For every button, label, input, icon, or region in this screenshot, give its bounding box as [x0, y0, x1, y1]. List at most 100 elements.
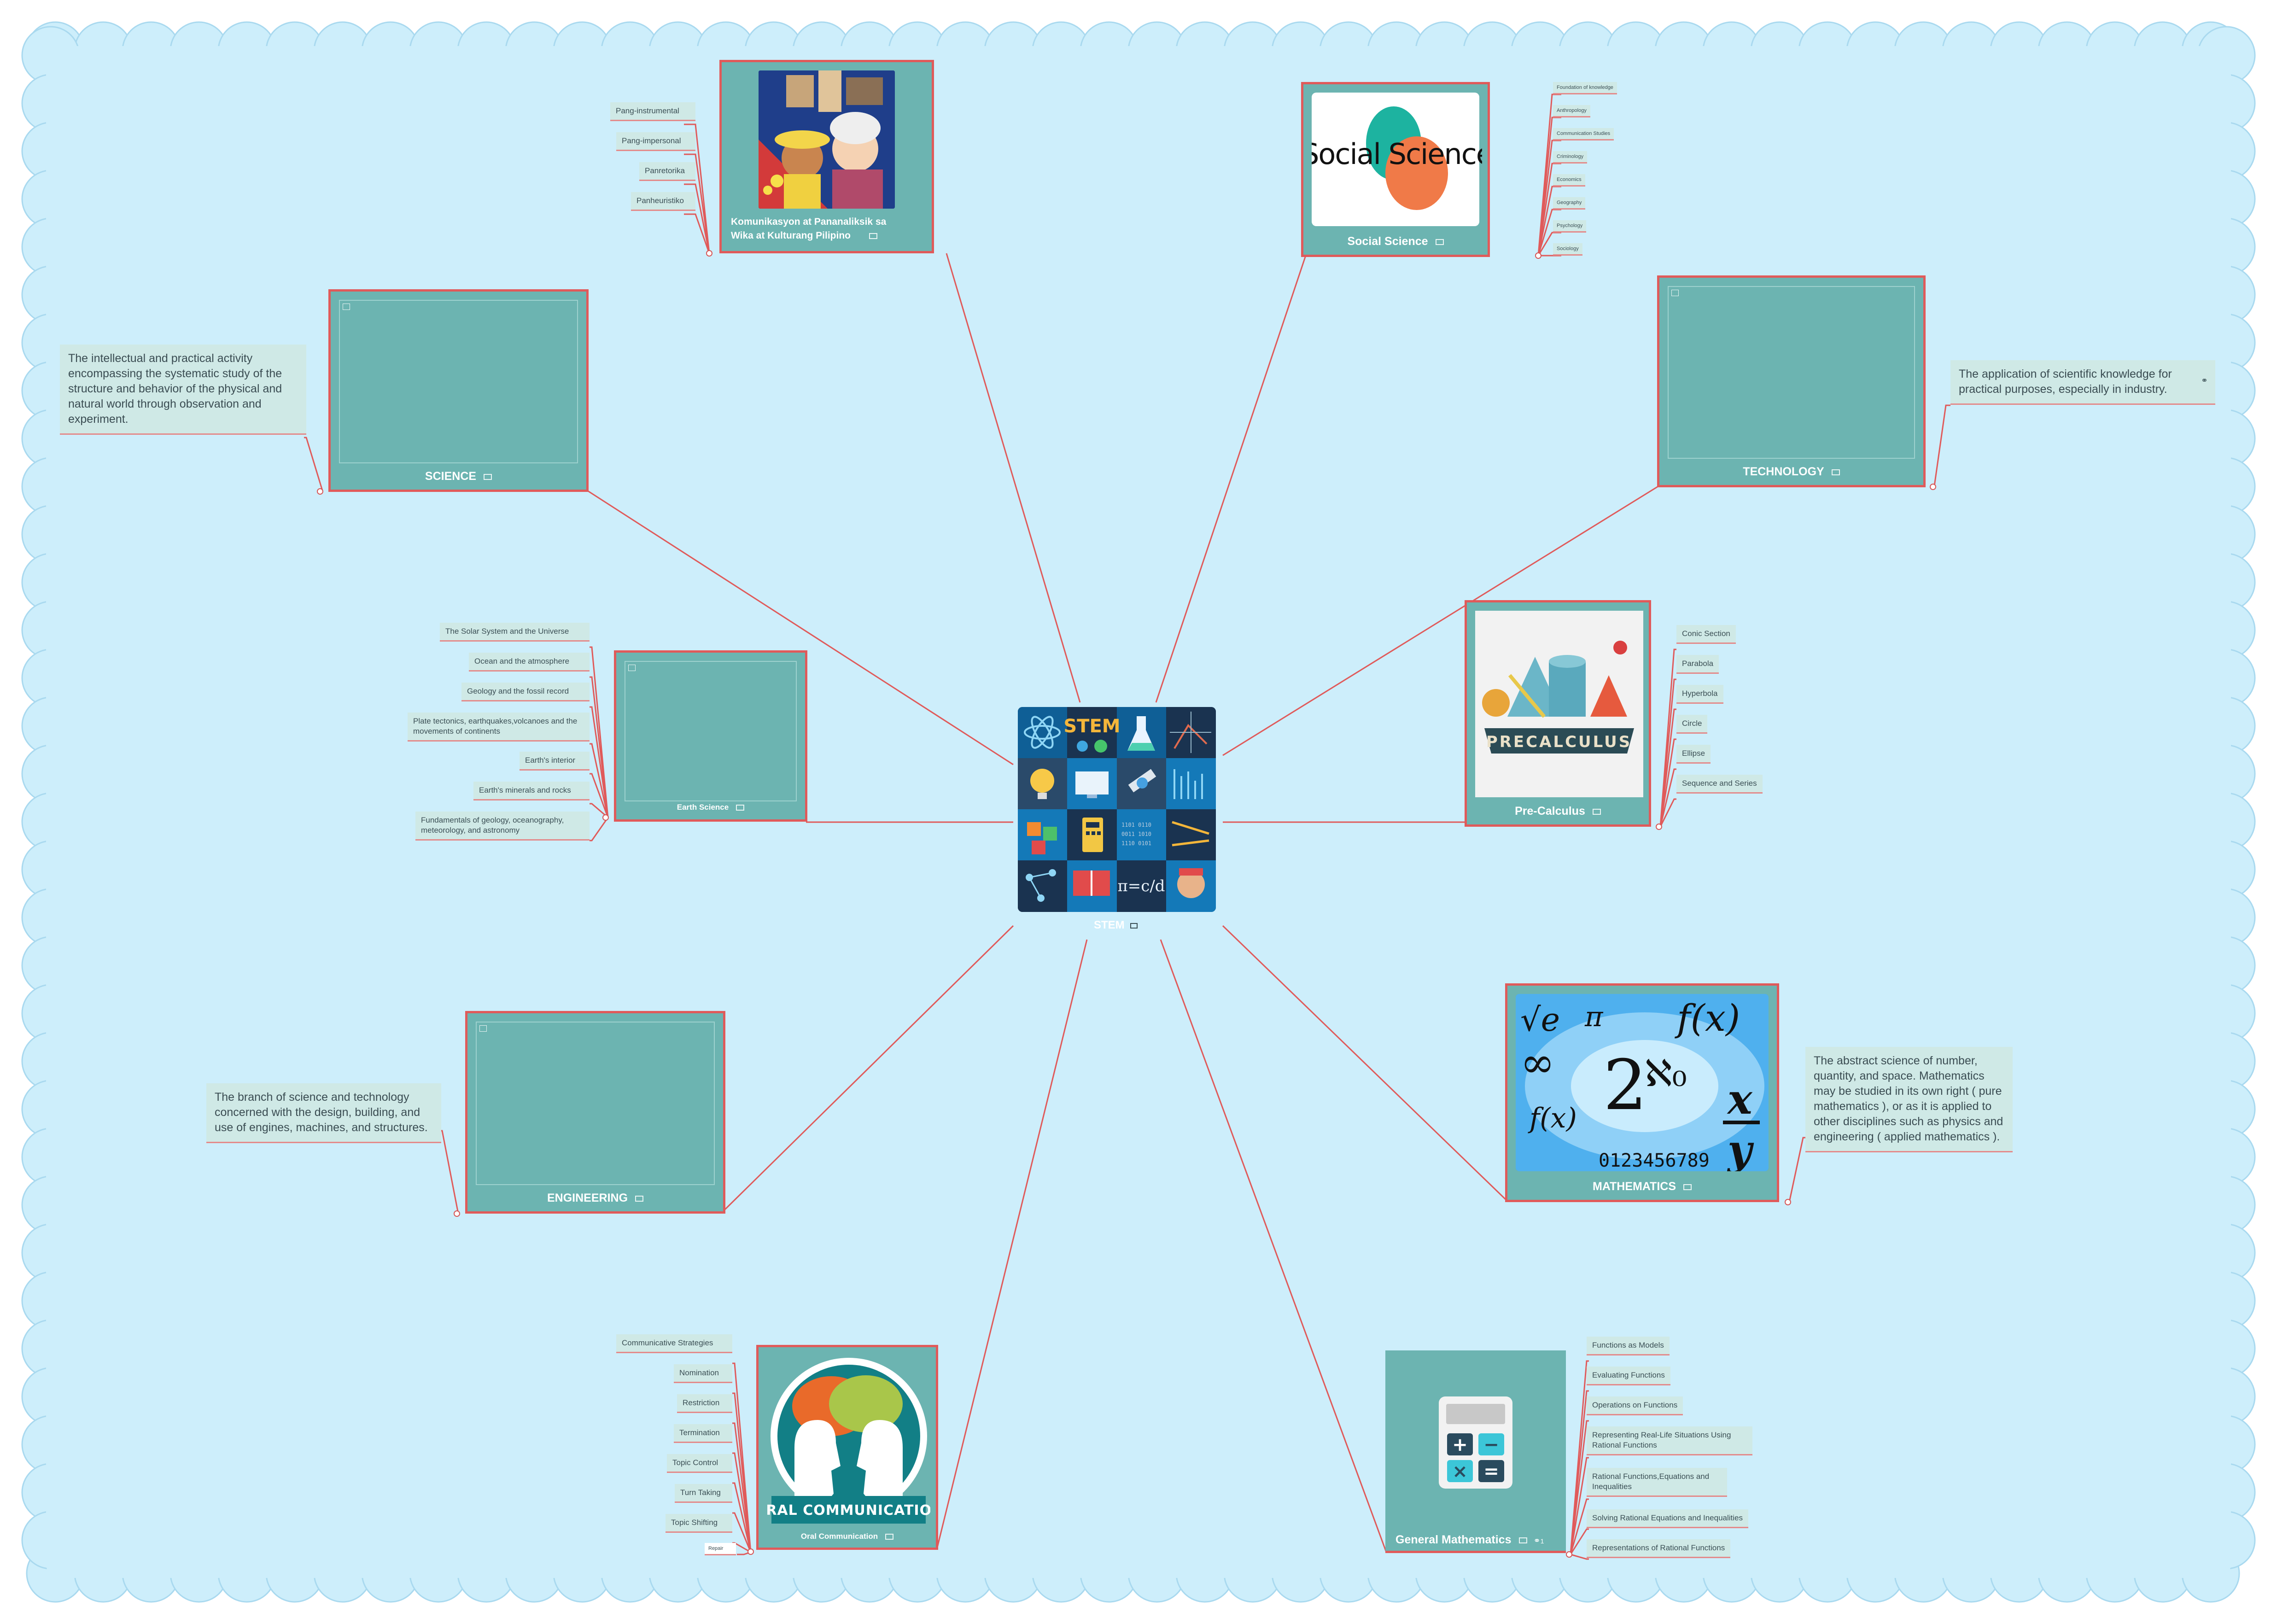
- topic-pre-calculus[interactable]: PRECALCULUS Pre-Calculus: [1465, 600, 1651, 827]
- topic-science[interactable]: SCIENCE: [328, 289, 589, 492]
- collapse-handle[interactable]: [1930, 484, 1936, 490]
- subtopic-solar-system[interactable]: The Solar System and the Universe: [440, 623, 590, 642]
- notes-icon[interactable]: [635, 1195, 644, 1202]
- subtopic-repair[interactable]: Repair: [705, 1543, 736, 1555]
- topic-earth-science[interactable]: Earth Science: [614, 650, 807, 822]
- svg-text:∞: ∞: [1520, 1039, 1555, 1087]
- topic-mathematics[interactable]: √e π f(x) ∞ 2 ℵ₀ f(x) x y 0123456789 MAT…: [1505, 983, 1779, 1202]
- collapse-handle[interactable]: [602, 814, 609, 821]
- subtopic-communication-studies[interactable]: Communication Studies: [1553, 128, 1614, 140]
- earth-science-title: Earth Science: [616, 803, 805, 812]
- social-science-title: Social Science: [1303, 235, 1488, 248]
- subtopic-circle[interactable]: Circle: [1676, 715, 1708, 734]
- svg-text:π: π: [1584, 1001, 1604, 1033]
- notes-icon[interactable]: [1592, 808, 1601, 815]
- collapse-handle[interactable]: [454, 1210, 460, 1217]
- subtopic-parabola[interactable]: Parabola: [1676, 655, 1719, 674]
- collapse-handle[interactable]: [1566, 1551, 1572, 1558]
- link-icon[interactable]: ⚭: [1533, 1536, 1541, 1545]
- subtopic-plate-tectonics[interactable]: Plate tectonics, earthquakes,volcanoes a…: [408, 713, 590, 742]
- engineering-title: ENGINEERING: [467, 1192, 723, 1205]
- mathematics-note[interactable]: The abstract science of number, quantity…: [1805, 1047, 2013, 1152]
- notes-icon[interactable]: [1518, 1537, 1527, 1543]
- subtopic-representations-rational[interactable]: Representations of Rational Functions: [1587, 1539, 1731, 1558]
- collapse-handle[interactable]: [706, 250, 712, 257]
- subtopic-geology-fossil[interactable]: Geology and the fossil record: [461, 683, 590, 701]
- subtopic-hyperbola[interactable]: Hyperbola: [1676, 685, 1723, 704]
- subtopic-evaluating-functions[interactable]: Evaluating Functions: [1587, 1367, 1670, 1385]
- subtopic-pang-impersonal[interactable]: Pang-impersonal: [616, 132, 695, 151]
- collapse-handle[interactable]: [747, 1548, 754, 1555]
- subtopic-minerals-rocks[interactable]: Earth's minerals and rocks: [473, 782, 590, 800]
- subtopic-ocean-atmosphere[interactable]: Ocean and the atmosphere: [469, 653, 590, 672]
- subtopic-foundation-of-knowledge[interactable]: Foundation of knowledge: [1553, 82, 1617, 94]
- subtopic-restriction[interactable]: Restriction: [677, 1394, 732, 1413]
- subtopic-sociology[interactable]: Sociology: [1553, 243, 1582, 256]
- topic-oral-communication[interactable]: ORAL COMMUNICATION Oral Communication: [754, 1345, 943, 1550]
- notes-icon[interactable]: [1130, 923, 1138, 929]
- svg-text:STEM: STEM: [1063, 716, 1120, 737]
- subtopic-anthropology[interactable]: Anthropology: [1553, 105, 1590, 117]
- subtopic-topic-shifting[interactable]: Topic Shifting: [666, 1514, 732, 1533]
- pre-calculus-title: Pre-Calculus: [1467, 805, 1649, 818]
- subtopic-sequence-series[interactable]: Sequence and Series: [1676, 775, 1763, 794]
- svg-text:1110 0101: 1110 0101: [1121, 840, 1151, 847]
- collapse-handle[interactable]: [1535, 252, 1541, 259]
- subtopic-communicative-strategies[interactable]: Communicative Strategies: [616, 1334, 732, 1353]
- general-mathematics-title: General Mathematics⚭1: [1395, 1533, 1544, 1546]
- topic-technology[interactable]: TECHNOLOGY: [1657, 275, 1926, 487]
- svg-text:x: x: [1727, 1075, 1753, 1124]
- social-science-logo-text: Social Science: [1312, 137, 1482, 171]
- subtopic-nomination[interactable]: Nomination: [674, 1364, 732, 1383]
- oral-communication-logo: ORAL COMMUNICATION: [754, 1355, 943, 1526]
- subtopic-fundamentals[interactable]: Fundamentals of geology, oceanography, m…: [415, 812, 590, 841]
- science-note[interactable]: The intellectual and practical activity …: [60, 345, 306, 435]
- subtopic-solving-rational[interactable]: Solving Rational Equations and Inequalit…: [1587, 1509, 1749, 1528]
- subtopic-turn-taking[interactable]: Turn Taking: [675, 1484, 732, 1503]
- notes-icon[interactable]: [1435, 239, 1444, 245]
- svg-text:2: 2: [1603, 1046, 1647, 1126]
- notes-icon[interactable]: [869, 233, 877, 239]
- subtopic-geography[interactable]: Geography: [1553, 197, 1586, 210]
- collapse-handle[interactable]: [317, 488, 323, 495]
- math-symbols-image: √e π f(x) ∞ 2 ℵ₀ f(x) x y 0123456789: [1516, 994, 1769, 1171]
- notes-icon[interactable]: [736, 805, 745, 811]
- subtopic-conic-section[interactable]: Conic Section: [1676, 625, 1736, 644]
- subtopic-ellipse[interactable]: Ellipse: [1676, 745, 1711, 764]
- notes-icon[interactable]: [885, 1534, 894, 1540]
- subtopic-termination[interactable]: Termination: [674, 1424, 732, 1443]
- subtopic-operations-on-functions[interactable]: Operations on Functions: [1587, 1396, 1683, 1415]
- subtopic-functions-as-models[interactable]: Functions as Models: [1587, 1337, 1670, 1355]
- topic-general-mathematics[interactable]: +−×= General Mathematics⚭1: [1385, 1350, 1566, 1553]
- oral-communication-title: Oral Communication: [759, 1532, 936, 1541]
- subtopic-representing-real-life[interactable]: Representing Real-Life Situations Using …: [1587, 1426, 1752, 1455]
- subtopic-criminology[interactable]: Criminology: [1553, 151, 1588, 164]
- precalculus-logo: PRECALCULUS: [1475, 611, 1643, 797]
- collapse-handle[interactable]: [1785, 1199, 1791, 1205]
- svg-text:1101 0110: 1101 0110: [1121, 822, 1151, 828]
- link-icon[interactable]: ⚭: [2201, 376, 2208, 385]
- topic-engineering[interactable]: ENGINEERING: [465, 1011, 725, 1214]
- subtopic-topic-control[interactable]: Topic Control: [667, 1454, 732, 1473]
- central-topic-title: STEM: [1094, 919, 1138, 932]
- subtopic-economics[interactable]: Economics: [1553, 174, 1585, 187]
- subtopic-pang-instrumental[interactable]: Pang-instrumental: [610, 102, 695, 121]
- topic-social-science[interactable]: Social Science Social Science: [1301, 82, 1494, 257]
- engineering-note[interactable]: The branch of science and technology con…: [206, 1083, 441, 1143]
- notes-icon[interactable]: [1831, 469, 1840, 475]
- subtopic-panretorika[interactable]: Panretorika: [639, 162, 695, 181]
- filipino-children-image: [759, 70, 895, 209]
- technology-note[interactable]: The application of scientific knowledge …: [1950, 360, 2215, 405]
- subtopic-earths-interior[interactable]: Earth's interior: [520, 752, 590, 771]
- notes-icon[interactable]: [1683, 1184, 1692, 1190]
- collapse-handle[interactable]: [1656, 824, 1662, 830]
- subtopic-panheuristiko[interactable]: Panheuristiko: [631, 192, 695, 211]
- subtopic-rational-functions[interactable]: Rational Functions,Equations and Inequal…: [1587, 1468, 1727, 1497]
- subtopic-psychology[interactable]: Psychology: [1553, 220, 1587, 233]
- notes-icon[interactable]: [484, 473, 492, 480]
- broken-image-icon: [628, 665, 636, 671]
- svg-text:+: +: [1452, 1434, 1468, 1455]
